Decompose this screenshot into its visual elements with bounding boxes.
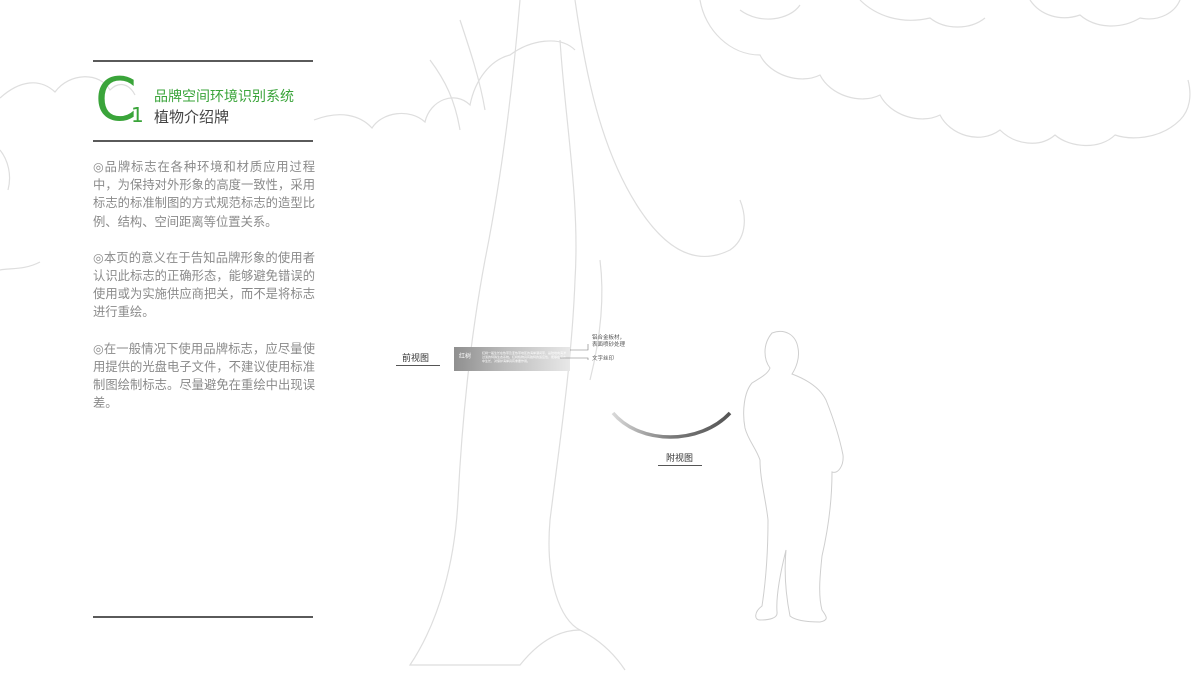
material-note-line-2: 表面喷砂处理 (592, 342, 626, 348)
cloud-outline-left (0, 76, 136, 271)
page-title: 品牌空间环境识别系统 (154, 89, 294, 105)
print-note: 文字丝印 (592, 356, 615, 362)
paragraph-1: ◎品牌标志在各种环境和材质应用过程中，为保持对外形象的高度一致性，采用标志的标准… (93, 160, 315, 229)
top-view-label: 附视图 (666, 454, 694, 464)
tree-branch-right (589, 259, 603, 381)
paragraph-2: ◎本页的意义在于告知品牌形象的使用者认识此标志的正确形态，能够避免错误的使用或为… (93, 250, 315, 320)
page-subtitle: 植物介绍牌 (154, 108, 230, 126)
canopy-outline-right-top (859, 0, 1181, 28)
top-view-underline (658, 465, 702, 466)
sign-description: 红树一般生长在热带及亚热带地区的海岸潮间带，是陆地向海洋过渡的特殊生态系统。红树… (482, 351, 566, 363)
front-view-label: 前视图 (402, 354, 430, 364)
section-number: 1 (131, 103, 144, 127)
header-divider (93, 140, 313, 142)
tree-trunk-outline (408, 0, 626, 671)
human-silhouette (743, 330, 844, 623)
canopy-outline-right-mid (739, 4, 801, 20)
material-note-line-1: 铝合金板材， (592, 335, 626, 341)
tree-branch-left (429, 19, 486, 131)
section-letter: C (95, 65, 137, 135)
paragraph-3: ◎在一般情况下使用品牌标志，应尽量使用提供的光盘电子文件，不建议使用标准制图绘制… (93, 341, 315, 411)
canopy-outline-upper (313, 40, 576, 129)
front-view-underline (396, 365, 440, 366)
top-rule (93, 60, 313, 62)
material-note: 铝合金板材， 表面喷砂处理 (592, 335, 625, 349)
tree-trunk-outline-right (574, 0, 745, 258)
plant-sign-plate: 红树 红树一般生长在热带及亚热带地区的海岸潮间带，是陆地向海洋过渡的特殊生态系统… (454, 347, 570, 371)
tree-trunk-inner (548, 39, 581, 631)
canopy-outline-right (699, 0, 1191, 147)
sign-plant-name: 红树 (459, 353, 472, 360)
bottom-rule (93, 616, 313, 618)
description-block: ◎品牌标志在各种环境和材质应用过程中，为保持对外形象的高度一致性，采用标志的标准… (93, 158, 315, 430)
